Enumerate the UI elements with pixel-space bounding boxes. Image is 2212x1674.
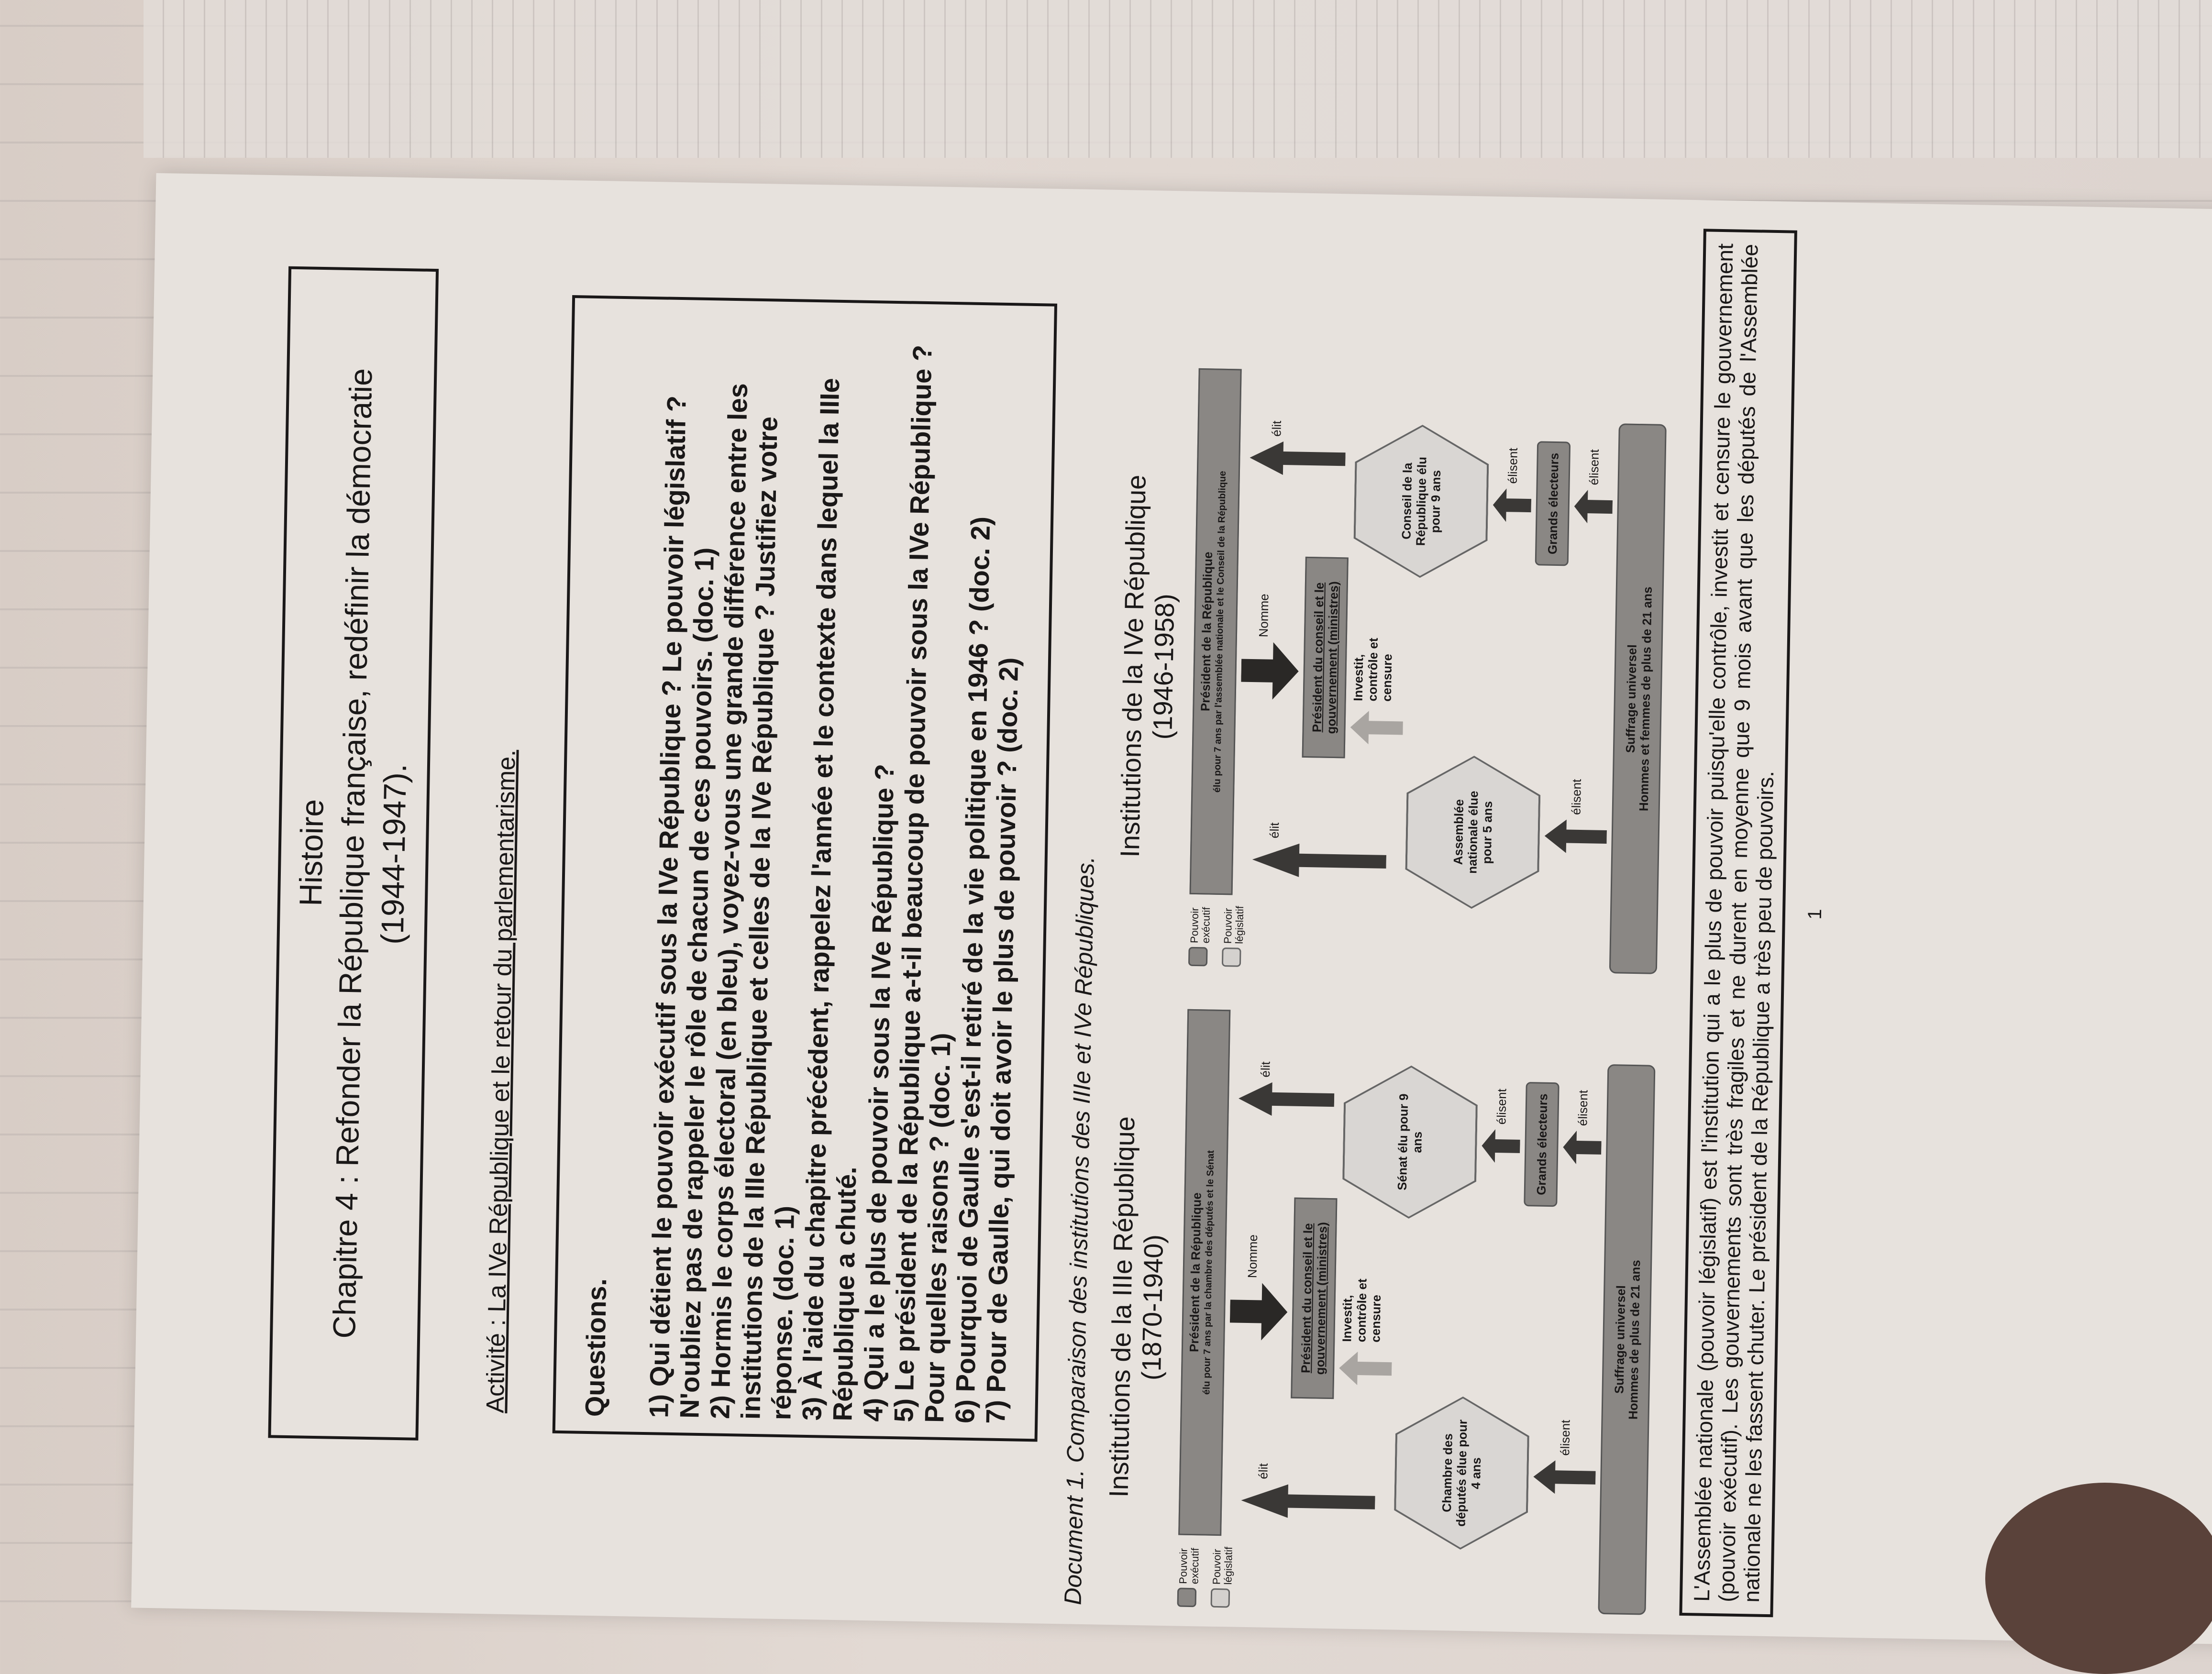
activity-title: Activité : La IVe République et le retou…	[481, 749, 521, 1414]
legend-swatch-legislative	[1210, 1588, 1230, 1608]
elit-right-label: élit	[1269, 420, 1284, 437]
investit-label: Investit, contrôle et censure	[1350, 638, 1395, 702]
diagrams-row: Institutions de la IIIe République(1870-…	[1102, 367, 1677, 1615]
arrow-elisent-upper	[1482, 1129, 1520, 1163]
arrow-elit-right	[1239, 1082, 1335, 1116]
arrow-elisent-lower	[1544, 819, 1607, 853]
legend-label-executive: Pouvoir exécutif	[1177, 1548, 1201, 1585]
legend-label-executive: Pouvoir exécutif	[1188, 907, 1213, 944]
elisent-upper-label: élisent	[1505, 448, 1520, 484]
arrow-elit-left	[1241, 1484, 1375, 1518]
arrow-elisent-ge	[1574, 490, 1613, 524]
upper-house-hexagon: Conseil de la République élu pour 9 ans	[1353, 424, 1490, 579]
diagram-fourth-republic: Institutions de la IVe République(1946-1…	[1113, 367, 1677, 974]
lower-house-hexagon: Assemblée nationale élue pour 5 ans	[1405, 755, 1541, 910]
document-caption: Document 1. Comparaison des institutions…	[1059, 856, 1099, 1606]
questions-box: Questions. 1) Qui détient le pouvoir exé…	[552, 295, 1058, 1442]
legend-label-legislative: Pouvoir législatif	[1210, 1546, 1235, 1585]
page-number: 1	[1804, 908, 1826, 920]
upper-house-hexagon: Sénat élu pour 9 ans	[1342, 1064, 1479, 1220]
arrow-investit	[1350, 711, 1403, 745]
arrow-nomme	[1241, 642, 1299, 700]
upper-house-label: Sénat élu pour 9 ans	[1344, 1067, 1476, 1218]
upper-house-label: Conseil de la République élu pour 9 ans	[1355, 426, 1487, 577]
questions-heading: Questions.	[579, 1278, 612, 1417]
lower-house-label: Chambre des députés élue pour 4 ans	[1395, 1398, 1528, 1549]
elisent-upper-label: élisent	[1494, 1088, 1509, 1125]
grands-electeurs-box: Grands électeurs	[1524, 1082, 1559, 1207]
elisent-ge-label: élisent	[1575, 1090, 1591, 1126]
diagram-body: Pouvoir exécutif Pouvoir législatif Présid…	[1177, 1009, 1666, 1615]
elisent-ge-label: élisent	[1586, 449, 1602, 485]
investit-label: Investit, contrôle et censure	[1339, 1278, 1383, 1343]
thumb	[1985, 1483, 2212, 1674]
legend-swatch-executive	[1188, 947, 1208, 967]
diagram-title: Institutions de la IVe République(1946-1…	[1113, 367, 1184, 966]
arrow-elit-right	[1250, 441, 1346, 475]
title-box: Histoire Chapitre 4 : Refonder la Républ…	[268, 266, 439, 1441]
diagram-third-republic: Institutions de la IIIe République(1870-…	[1102, 1008, 1666, 1615]
lower-house-label: Assemblée nationale élue pour 5 ans	[1406, 757, 1539, 908]
worksheet-page: Histoire Chapitre 4 : Refonder la Républ…	[131, 173, 2212, 1645]
elisent-lower-label: élisent	[1569, 779, 1584, 815]
diagram-body: Pouvoir exécutif Pouvoir législatif Présid…	[1188, 368, 1677, 974]
government-box: Président du conseil et le gouvernement …	[1302, 556, 1349, 759]
diagram-title: Institutions de la IIIe République(1870-…	[1102, 1008, 1173, 1607]
arrow-investit	[1339, 1352, 1392, 1386]
elit-left-label: élit	[1256, 1463, 1271, 1479]
notebook-edge	[144, 0, 2212, 158]
arrow-elit-left	[1252, 843, 1387, 877]
elisent-lower-label: élisent	[1558, 1420, 1573, 1456]
legend-label-legislative: Pouvoir législatif	[1221, 905, 1246, 944]
elit-left-label: élit	[1267, 822, 1282, 839]
elit-right-label: élit	[1258, 1061, 1273, 1078]
arrow-elisent-lower	[1533, 1460, 1596, 1494]
nomme-label: Nomme	[1256, 594, 1272, 638]
government-box: Président du conseil et le gouvernement …	[1291, 1197, 1338, 1399]
lower-house-hexagon: Chambre des députés élue pour 4 ans	[1394, 1395, 1530, 1551]
arrow-nomme	[1229, 1283, 1288, 1341]
nomme-label: Nomme	[1245, 1234, 1261, 1278]
grands-electeurs-box: Grands électeurs	[1535, 441, 1571, 566]
legend-swatch-executive	[1177, 1587, 1197, 1608]
legend-swatch-legislative	[1221, 947, 1241, 967]
arrow-elisent-upper	[1493, 488, 1532, 522]
arrow-elisent-ge	[1563, 1130, 1602, 1164]
summary-paragraph: L'Assemblée nationale (pouvoir législati…	[1679, 229, 1797, 1618]
